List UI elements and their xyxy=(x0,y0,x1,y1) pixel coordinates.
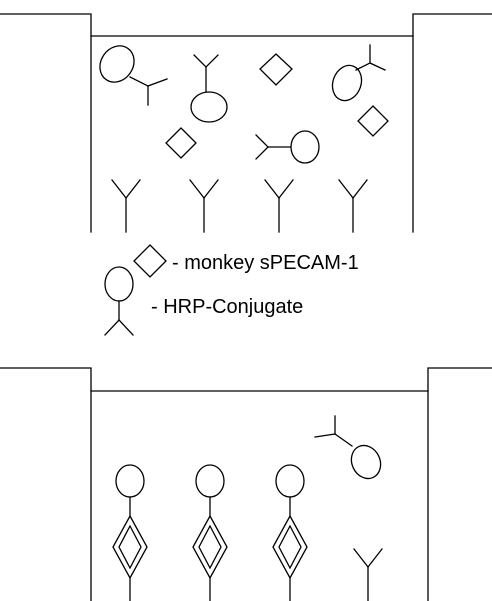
capture-antibody-top-1 xyxy=(111,179,141,233)
free-conjugate-4 xyxy=(255,130,320,164)
capture-antibody-bottom-empty xyxy=(353,548,383,601)
sandwich-complex-3 xyxy=(272,464,308,601)
legend-conjugate-head xyxy=(104,266,134,302)
free-antigen-3 xyxy=(165,127,197,159)
legend: - monkey sPECAM-1 - HRP-Conjugate xyxy=(104,244,359,336)
bottom-well-outline xyxy=(0,367,92,601)
sandwich-complex-2 xyxy=(192,464,228,601)
capture-antibody-top-2 xyxy=(189,179,219,233)
sandwich-complex-1 xyxy=(112,464,148,601)
free-antigen-2 xyxy=(357,105,389,137)
bottom-well-outline-right xyxy=(427,367,492,601)
capture-antibody-top-3 xyxy=(264,179,294,233)
legend-antigen-label: - monkey sPECAM-1 xyxy=(172,252,359,274)
free-conjugate-1 xyxy=(99,45,168,106)
capture-antibody-top-4 xyxy=(338,179,368,233)
free-conjugate-bottom xyxy=(314,415,382,480)
top-well xyxy=(0,13,492,233)
free-antigen-1 xyxy=(259,53,293,86)
legend-conjugate-arm-right xyxy=(118,319,134,336)
bottom-well xyxy=(0,367,492,601)
legend-conjugate-arm-left xyxy=(104,319,120,336)
free-conjugate-3 xyxy=(331,44,386,102)
legend-conjugate-label: - HRP-Conjugate xyxy=(151,296,303,318)
legend-antigen-diamond xyxy=(133,244,167,278)
top-well-outline xyxy=(0,13,92,233)
top-well-outline-right xyxy=(412,13,492,233)
free-conjugate-2 xyxy=(190,54,228,123)
